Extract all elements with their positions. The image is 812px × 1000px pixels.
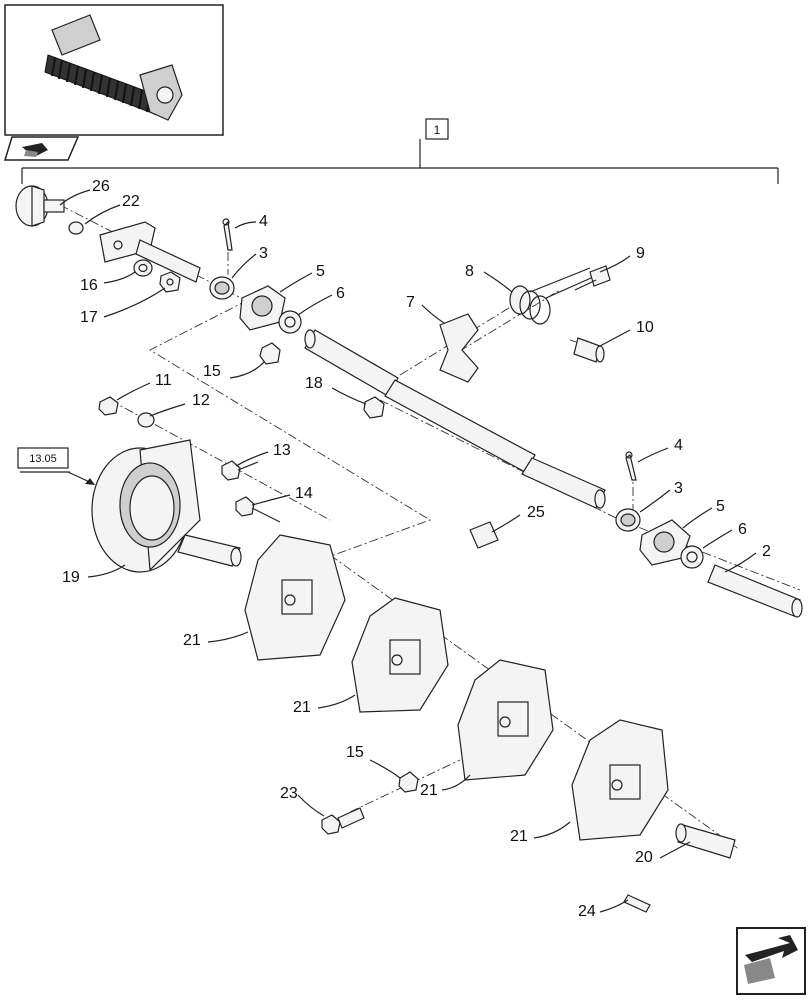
overview-thumbnail[interactable] (4, 4, 224, 136)
callout-5: 5 (316, 263, 325, 280)
callout-9: 9 (636, 245, 645, 262)
callout-20: 20 (635, 849, 653, 866)
part-21-disc-2[interactable] (351, 597, 449, 713)
callout-21-4: 21 (510, 828, 528, 845)
part-6-washer-lower[interactable] (680, 545, 704, 569)
callout-17: 17 (80, 309, 98, 326)
callout-4-lower: 4 (674, 437, 683, 454)
callout-26: 26 (92, 178, 110, 195)
callout-22: 22 (122, 193, 140, 210)
callout-labels: 26 22 16 17 4 3 5 6 15 8 9 7 10 18 11 12… (62, 178, 771, 920)
callout-5-lower: 5 (716, 498, 725, 515)
callout-15: 15 (203, 363, 221, 380)
part-21-disc-3[interactable] (457, 659, 554, 781)
callout-6-lower: 6 (738, 521, 747, 538)
callout-15-lower: 15 (346, 744, 364, 761)
previous-page-icon[interactable] (3, 136, 80, 161)
callout-24: 24 (578, 903, 596, 920)
part-4-split-pin[interactable] (222, 218, 233, 251)
callout-8: 8 (465, 263, 474, 280)
part-6-washer[interactable] (278, 310, 302, 334)
part-5-bearing-housing-lower[interactable] (639, 519, 691, 566)
assembly-bracket: 1 (21, 118, 779, 184)
callout-14: 14 (295, 485, 313, 502)
part-21-disc-1[interactable] (244, 534, 346, 661)
callout-10: 10 (636, 319, 654, 336)
part-24-key[interactable] (623, 894, 651, 913)
part-25-sleeve[interactable] (469, 521, 499, 549)
callout-21-3: 21 (420, 782, 438, 799)
callout-18: 18 (305, 375, 323, 392)
part-16-washer[interactable] (133, 259, 153, 277)
part-23-bolt[interactable] (321, 807, 365, 835)
part-15-nut[interactable] (259, 342, 281, 365)
part-12-washer[interactable] (137, 412, 155, 428)
callout-7: 7 (406, 294, 415, 311)
callout-11: 11 (155, 372, 172, 389)
callout-21-1: 21 (183, 632, 201, 649)
part-3-bushing-lower[interactable] (615, 508, 641, 532)
part-20-shaft[interactable] (675, 823, 736, 859)
part-10-sleeve[interactable] (573, 337, 605, 363)
shaft-stub[interactable] (177, 534, 242, 567)
part-26-knob[interactable] (15, 185, 65, 227)
callout-16: 16 (80, 277, 98, 294)
part-22-nut[interactable] (68, 221, 84, 235)
callout-3-lower: 3 (674, 480, 683, 497)
part-21-disc-4[interactable] (571, 719, 669, 841)
part-4-split-pin-lower[interactable] (625, 451, 637, 481)
part-19-cam-housing[interactable] (91, 439, 201, 573)
part-13-bolt[interactable] (221, 460, 259, 481)
assembly-number: 1 (434, 123, 441, 137)
callout-12: 12 (192, 392, 210, 409)
callout-6: 6 (336, 285, 345, 302)
callout-3: 3 (259, 245, 268, 262)
part-14-bolt[interactable] (235, 496, 281, 523)
part-7-clamp[interactable] (439, 313, 479, 383)
callout-23: 23 (280, 785, 298, 802)
part-5-bearing-housing[interactable] (239, 285, 286, 331)
part-3-bushing[interactable] (209, 276, 235, 300)
leader-lines (20, 189, 757, 913)
main-shaft[interactable] (304, 329, 606, 509)
machine-overview-thumbnail-icon (44, 14, 183, 121)
callout-2: 2 (762, 543, 771, 560)
part-15-nut-lower[interactable] (398, 771, 419, 793)
next-page-icon[interactable] (736, 927, 806, 995)
part-18-nut[interactable] (363, 396, 385, 419)
part-11-nut[interactable] (98, 396, 119, 416)
reference-label: 13.05 (29, 453, 57, 465)
part-9-pin[interactable] (574, 265, 611, 291)
pivot-bracket[interactable] (99, 221, 201, 283)
part-8-spring[interactable] (509, 267, 601, 325)
callout-21-2: 21 (293, 699, 311, 716)
callout-4: 4 (259, 213, 268, 230)
part-2-shaft[interactable] (707, 564, 803, 618)
part-17-nut[interactable] (159, 271, 181, 293)
callout-19: 19 (62, 569, 80, 586)
reference-box[interactable]: 13.05 (17, 447, 95, 485)
callout-13: 13 (273, 442, 291, 459)
callout-25: 25 (527, 504, 545, 521)
